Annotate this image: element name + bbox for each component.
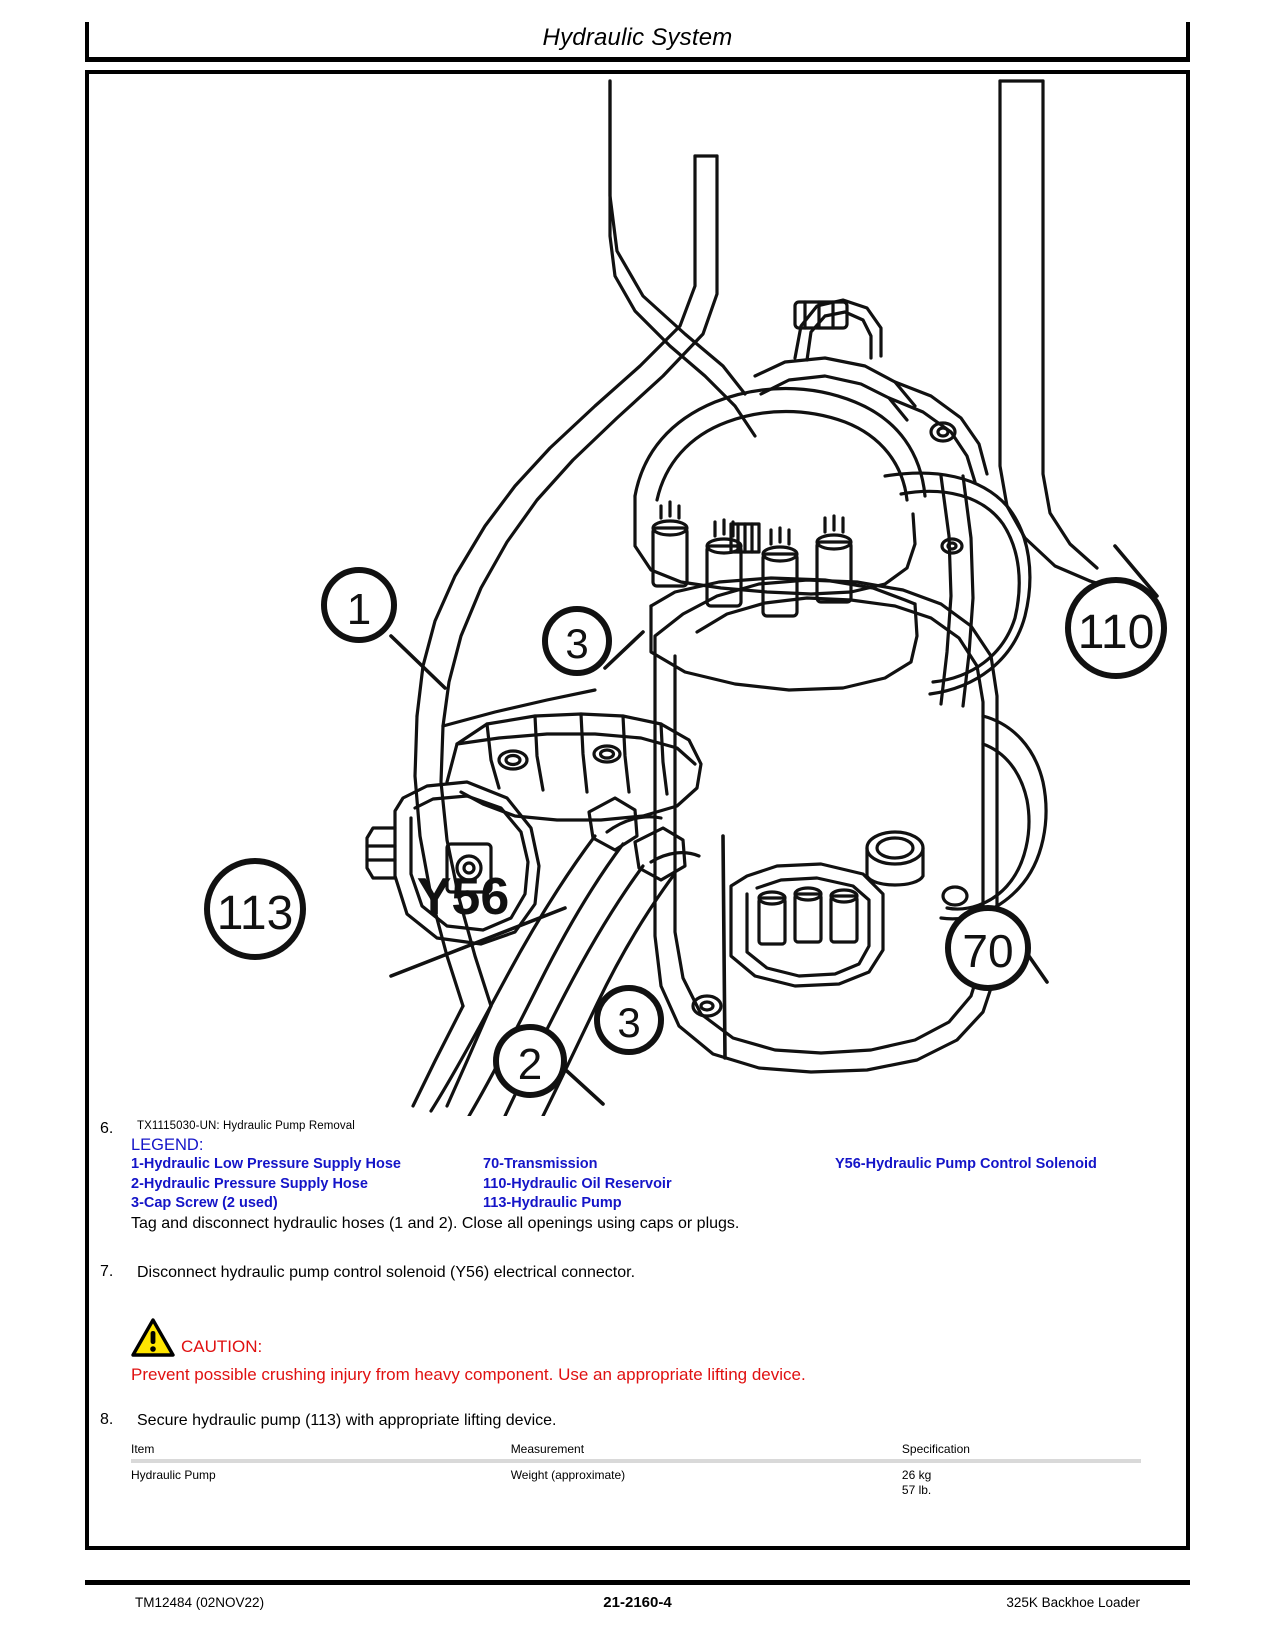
spacer-after-caution: [95, 1385, 1185, 1411]
callout-110-label: 110: [1078, 606, 1155, 659]
page-title: Hydraulic System: [542, 24, 733, 51]
spec-table-header-row: Item Measurement Specification: [131, 1442, 1141, 1464]
step-7-text: Disconnect hydraulic pump control soleno…: [137, 1264, 636, 1282]
spec-cell-measurement: Weight (approximate): [510, 1468, 626, 1483]
hydraulic-pump-line-art: 1 3 110 113 Y56: [204, 79, 1167, 1116]
legend-item-2: 2-Hydraulic Pressure Supply Hose: [131, 1175, 368, 1192]
callout-70: 70: [945, 905, 1031, 991]
step-7: 7. Disconnect hydraulic pump control sol…: [95, 1263, 1185, 1284]
caution-label: CAUTION:: [181, 1337, 263, 1357]
step-6-text: Tag and disconnect hydraulic hoses (1 an…: [131, 1215, 740, 1233]
callout-2: 2: [493, 1024, 567, 1098]
instructions-body: 6. TX1115030-UN: Hydraulic Pump Removal …: [95, 1120, 1185, 1502]
footer-machine-model: 325K Backhoe Loader: [1006, 1595, 1140, 1610]
step-6: 6. TX1115030-UN: Hydraulic Pump Removal …: [95, 1120, 1185, 1233]
legend-block: LEGEND: 1-Hydraulic Low Pressure Supply …: [131, 1135, 1185, 1213]
header-rule: [85, 57, 1190, 62]
caution-header: CAUTION:: [131, 1318, 1185, 1358]
callout-70-label: 70: [962, 925, 1013, 977]
spacer-after-step-7: [95, 1288, 1185, 1314]
callout-2-label: 2: [518, 1040, 542, 1089]
callout-113: 113: [204, 858, 306, 960]
callout-y56-label: Y56: [417, 868, 510, 926]
caution-block: CAUTION: Prevent possible crushing injur…: [131, 1318, 1185, 1385]
callout-3-upper: 3: [542, 606, 612, 676]
footer-page-number: 21-2160-4: [603, 1594, 672, 1611]
footer-rule: [85, 1580, 1190, 1585]
spacer-after-step-6: [95, 1237, 1185, 1263]
spec-col-item: Item: [131, 1442, 511, 1464]
figure-caption: TX1115030-UN: Hydraulic Pump Removal: [137, 1120, 355, 1132]
legend-item-70: 70-Transmission: [483, 1156, 598, 1173]
caution-text: Prevent possible crushing injury from he…: [131, 1365, 806, 1385]
table-row: Hydraulic Pump Weight (approximate) 26 k…: [131, 1461, 1141, 1502]
callout-3-lower: 3: [594, 985, 664, 1055]
step-8-text: Secure hydraulic pump (113) with appropr…: [137, 1412, 557, 1430]
legend-item-y56: Y56-Hydraulic Pump Control Solenoid: [835, 1156, 1097, 1173]
step-8: 8. Secure hydraulic pump (113) with appr…: [95, 1411, 1185, 1432]
step-7-number: 7.: [100, 1263, 114, 1281]
step-6-number: 6.: [100, 1120, 114, 1137]
page-header: Hydraulic System: [85, 22, 1190, 60]
legend-title: LEGEND:: [131, 1135, 204, 1154]
legend-item-113: 113-Hydraulic Pump: [483, 1194, 622, 1211]
callout-1: 1: [321, 567, 397, 643]
legend-item-blank-2: [835, 1194, 1185, 1213]
warning-triangle-icon: [131, 1318, 175, 1357]
callout-y56: Y56: [417, 868, 510, 926]
legend-item-1: 1-Hydraulic Low Pressure Supply Hose: [131, 1156, 401, 1173]
spec-cell-specification: 26 kg 57 lb.: [902, 1461, 1141, 1502]
legend-item-110: 110-Hydraulic Oil Reservoir: [483, 1175, 672, 1192]
callout-1-label: 1: [347, 585, 371, 634]
hydraulic-pump-figure: 1 3 110 113 Y56: [95, 76, 1180, 1116]
footer-document-id: TM12484 (02NOV22): [135, 1595, 265, 1610]
specification-table: Item Measurement Specification Hydraulic…: [131, 1442, 1141, 1502]
step-8-number: 8.: [100, 1411, 114, 1429]
content-frame: [85, 70, 1190, 1550]
legend-item-blank-1: [835, 1175, 1185, 1194]
spec-col-measurement: Measurement: [510, 1442, 902, 1464]
callout-3-upper-label: 3: [565, 620, 588, 667]
callout-3-lower-label: 3: [617, 999, 640, 1046]
figure-callouts: 1 3 110 113 Y56: [204, 567, 1167, 1098]
spec-value-imperial: 57 lb.: [901, 1483, 932, 1498]
spec-cell-item: Hydraulic Pump: [131, 1468, 216, 1483]
callout-113-label: 113: [217, 887, 294, 940]
page-footer: TM12484 (02NOV22) 21-2160-4 325K Backhoe…: [85, 1594, 1190, 1611]
spec-value-metric: 26 kg: [901, 1468, 932, 1483]
legend-grid: 1-Hydraulic Low Pressure Supply Hose 70-…: [131, 1155, 1185, 1213]
legend-item-3: 3-Cap Screw (2 used): [131, 1194, 278, 1211]
spec-col-specification: Specification: [901, 1442, 1141, 1464]
callout-110: 110: [1065, 577, 1167, 679]
